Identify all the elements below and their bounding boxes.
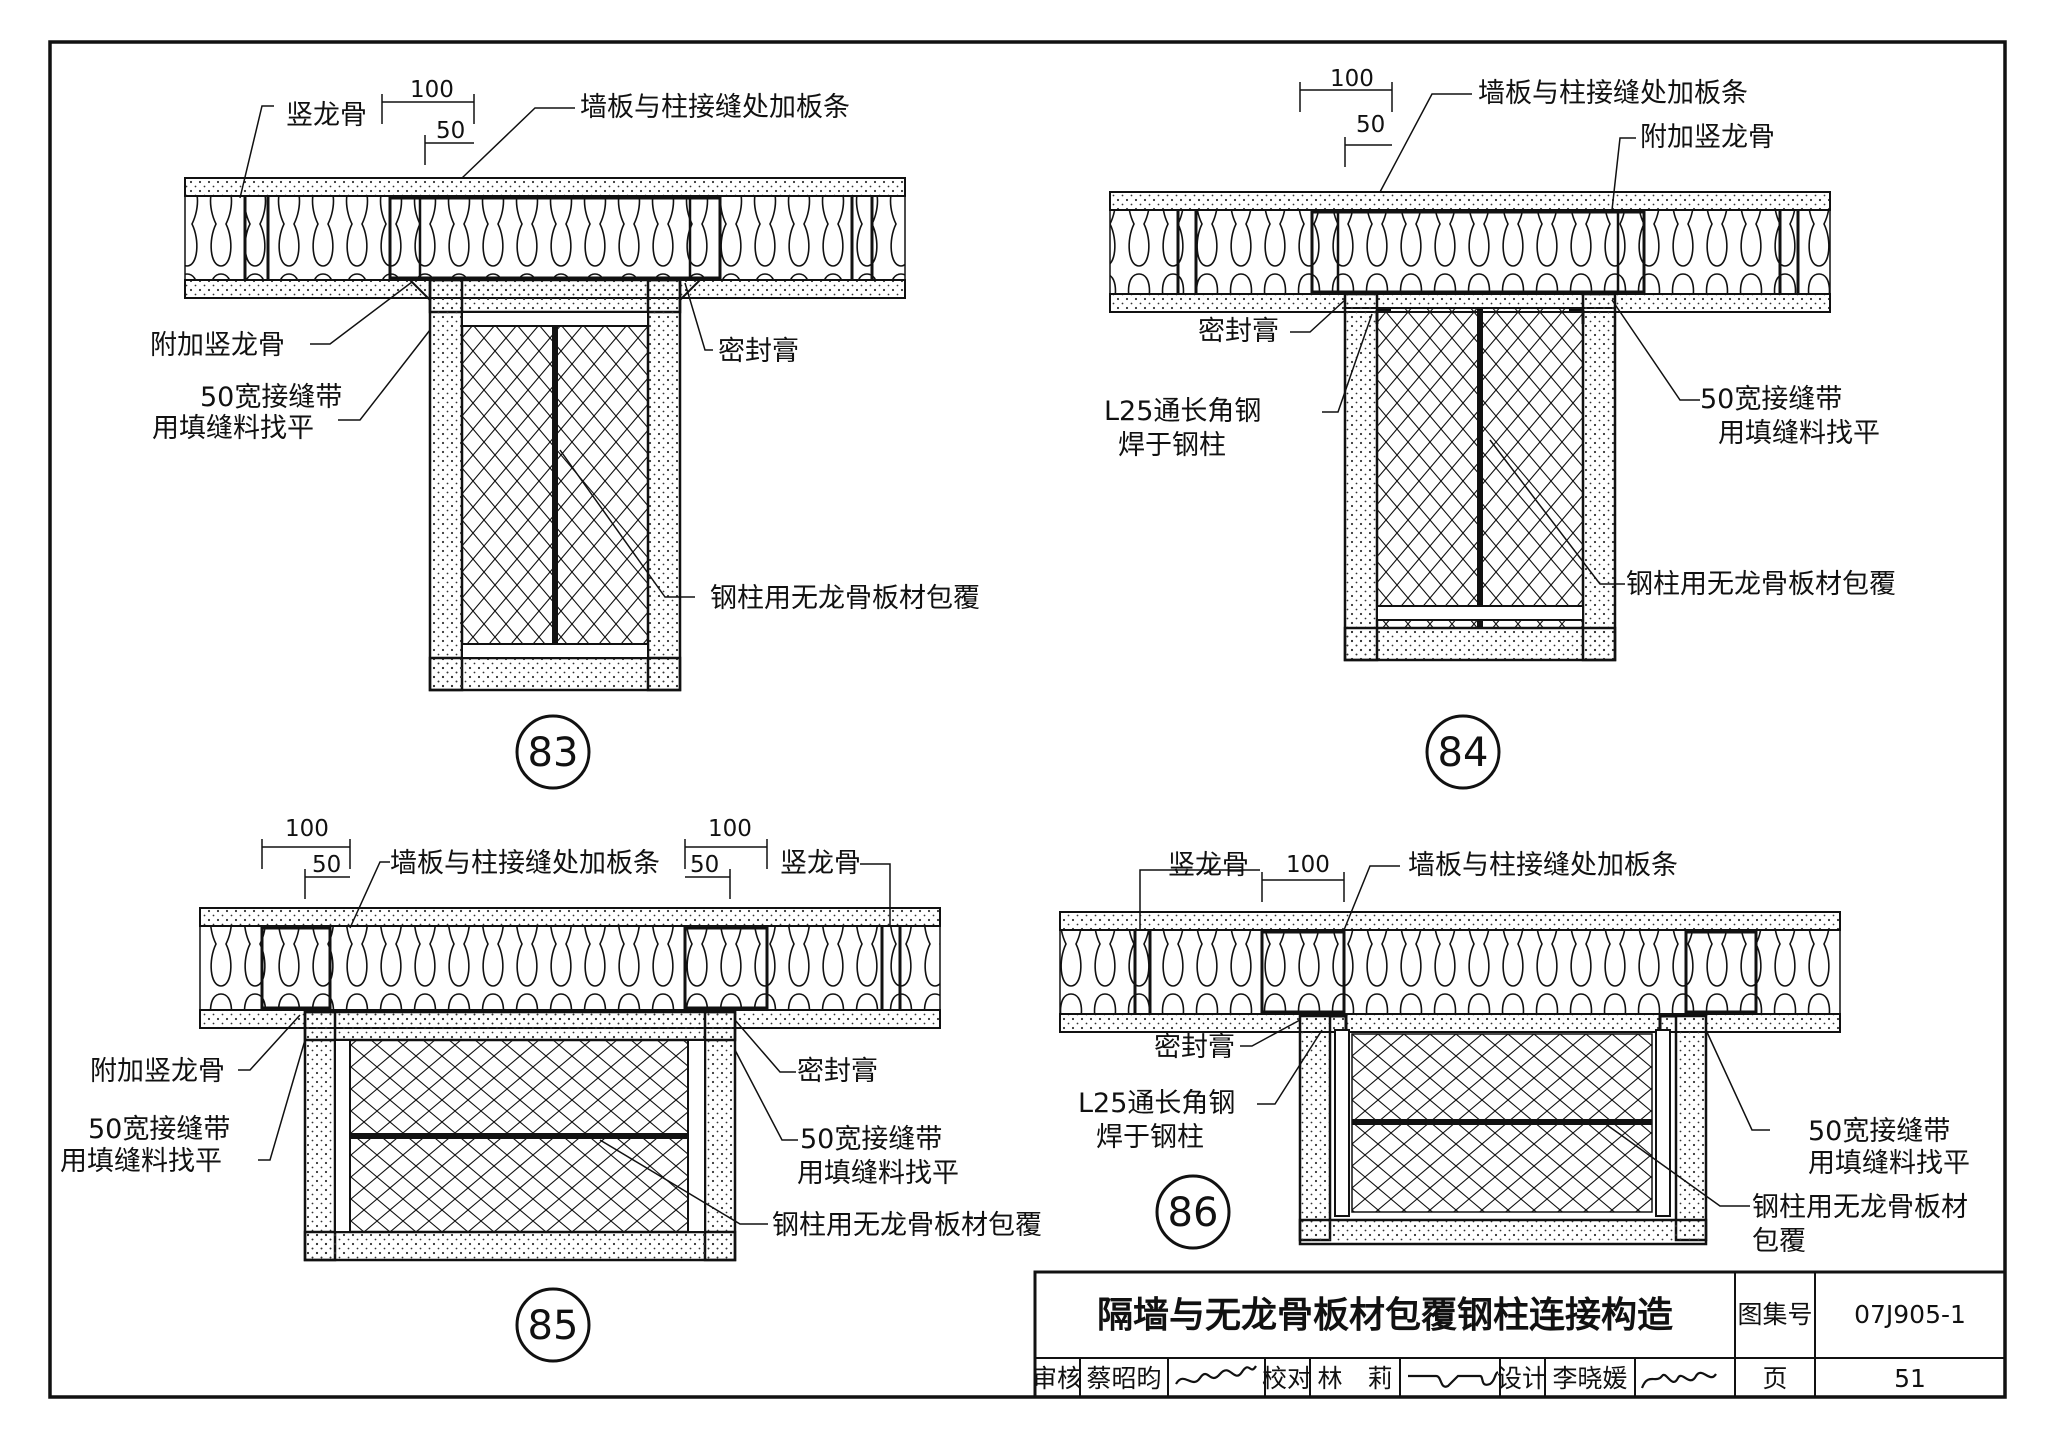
dim-text: 100 — [708, 816, 752, 842]
label-angle-steel: L25通长角钢 — [1078, 1088, 1235, 1119]
sheet-border — [48, 40, 2007, 1399]
label-column-cladding: 钢柱用无龙骨板材包覆 — [710, 583, 980, 614]
label-joint-filler: 用填缝料找平 — [1808, 1148, 1970, 1179]
column-enclosure — [1298, 1014, 1708, 1246]
cover-strip — [388, 196, 722, 280]
dim-text: 50 — [312, 852, 341, 878]
title-block — [1033, 1270, 2007, 1399]
label-extra-stud: 附加竖龙骨 — [1640, 122, 1775, 153]
leaders — [1139, 865, 1770, 1207]
leaders — [1290, 93, 1700, 585]
dim-text: 100 — [285, 816, 329, 842]
detail-84: 100 50 墙板与柱接缝处加板条 附加竖龙骨 密封膏 L25通长角钢 焊于钢柱… — [1104, 66, 1896, 790]
atlas-label: 图集号 — [1737, 1300, 1812, 1329]
reviewer-name: 蔡昭昀 — [1086, 1364, 1161, 1393]
detail-number: 83 — [528, 730, 579, 776]
detail-85: 100 50 100 50 墙板与柱接缝处加板条 竖龙骨 附加竖龙骨 50宽接缝… — [60, 816, 1042, 1363]
label-sealant: 密封膏 — [797, 1056, 878, 1087]
wall-panel — [199, 907, 941, 1029]
label-cover-strip: 墙板与柱接缝处加板条 — [580, 92, 850, 123]
detail-83: 100 50 竖龙骨 墙板与柱接缝处加板条 附加竖龙骨 密封膏 50宽接缝带 用… — [150, 77, 980, 790]
label-sealant: 密封膏 — [1154, 1032, 1235, 1063]
label-joint-filler: 用填缝料找平 — [797, 1158, 959, 1189]
column-enclosure — [1343, 292, 1617, 662]
label-cover-strip: 墙板与柱接缝处加板条 — [1408, 850, 1678, 881]
dim-text: 100 — [410, 77, 454, 103]
label-joint-filler: 用填缝料找平 — [60, 1146, 222, 1177]
detail-number-circle — [515, 1287, 591, 1363]
dimensions: 100 50 — [1299, 66, 1393, 167]
dimensions: 100 50 — [381, 77, 475, 165]
label-angle-steel: L25通长角钢 — [1104, 396, 1261, 427]
dimensions: 100 50 100 50 — [261, 816, 768, 899]
label-joint-tape: 50宽接缝带 — [88, 1114, 230, 1145]
atlas-number: 07J905-1 — [1854, 1300, 1966, 1329]
detail-number: 84 — [1438, 730, 1489, 776]
page-label: 页 — [1762, 1364, 1787, 1393]
label-joint-tape: 50宽接缝带 — [200, 382, 342, 413]
label-joint-filler: 用填缝料找平 — [1718, 418, 1880, 449]
label-welded: 焊于钢柱 — [1096, 1122, 1204, 1153]
column-enclosure — [303, 1010, 737, 1262]
wall-panel — [1059, 911, 1841, 1033]
detail-86: 100 竖龙骨 墙板与柱接缝处加板条 密封膏 L25通长角钢 焊于钢柱 50宽接… — [1059, 850, 1970, 1257]
check-label: 校对 — [1262, 1364, 1312, 1393]
dim-text: 100 — [1286, 852, 1330, 878]
label-stud: 竖龙骨 — [1168, 850, 1249, 881]
cover-strips — [1260, 930, 1758, 1014]
signature-checker — [1408, 1371, 1499, 1388]
signature-designer — [1640, 1371, 1717, 1389]
label-column-cladding: 钢柱用无龙骨板材包覆 — [772, 1210, 1042, 1241]
label-joint-tape: 50宽接缝带 — [1700, 384, 1842, 415]
label-sealant: 密封膏 — [1198, 316, 1279, 347]
column-enclosure — [409, 278, 701, 692]
page-number: 51 — [1894, 1364, 1926, 1393]
dimensions: 100 — [1261, 852, 1345, 902]
label-stud: 竖龙骨 — [780, 848, 861, 879]
label-column-cladding: 钢柱用无龙骨板材包覆 — [1626, 569, 1896, 600]
label-cover-strip: 墙板与柱接缝处加板条 — [1478, 78, 1748, 109]
dim-text: 50 — [436, 118, 465, 144]
dim-text: 50 — [690, 852, 719, 878]
label-joint-filler: 用填缝料找平 — [152, 413, 314, 444]
label-extra-stud: 附加竖龙骨 — [150, 330, 285, 361]
label-cover-strip: 墙板与柱接缝处加板条 — [390, 848, 660, 879]
label-column-cladding: 钢柱用无龙骨板材 — [1752, 1192, 1968, 1223]
detail-number-circle — [515, 714, 591, 790]
leaders — [239, 105, 713, 598]
review-label: 审核 — [1032, 1364, 1082, 1393]
label-column-cladding-cont: 包覆 — [1752, 1226, 1806, 1257]
label-joint-tape: 50宽接缝带 — [1808, 1116, 1950, 1147]
dim-text: 50 — [1356, 112, 1385, 138]
label-joint-tape: 50宽接缝带 — [800, 1124, 942, 1155]
signature-reviewer — [1175, 1365, 1257, 1385]
cover-strips — [260, 926, 769, 1010]
dim-text: 100 — [1330, 66, 1374, 92]
detail-number-circle — [1425, 714, 1501, 790]
checker-name: 林 莉 — [1317, 1364, 1392, 1393]
label-stud: 竖龙骨 — [286, 100, 367, 131]
leaders — [238, 861, 891, 1225]
detail-number: 85 — [528, 1303, 579, 1349]
designer-name: 李晓媛 — [1552, 1364, 1627, 1393]
label-sealant: 密封膏 — [718, 336, 799, 367]
detail-number-circle — [1155, 1174, 1231, 1250]
cover-strip — [1310, 210, 1646, 294]
label-extra-stud: 附加竖龙骨 — [90, 1056, 225, 1087]
detail-number: 86 — [1168, 1190, 1219, 1236]
design-label: 设计 — [1497, 1364, 1547, 1393]
drawing-title: 隔墙与无龙骨板材包覆钢柱连接构造 — [1097, 1295, 1673, 1336]
label-welded: 焊于钢柱 — [1118, 430, 1226, 461]
